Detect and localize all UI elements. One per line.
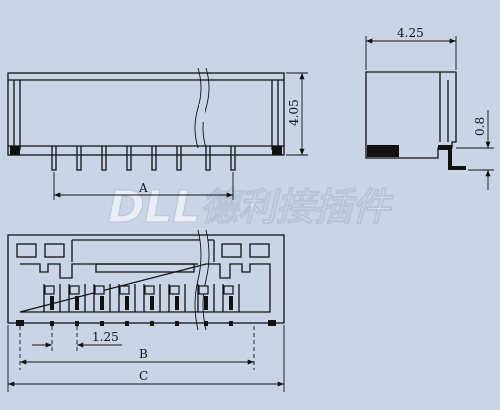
dim-c-text: C: [139, 369, 148, 383]
front-view-top-ridge: [71, 239, 215, 262]
dim-4-05-text: 4.05: [287, 99, 301, 126]
watermark-latin: DLL: [108, 182, 201, 233]
front-view-cavity: [19, 263, 271, 313]
dim-4-25-text: 4.25: [397, 26, 424, 40]
pin: [205, 146, 211, 171]
side-view-left-foot: [367, 145, 399, 157]
front-view-outer: [7, 234, 285, 324]
dim-a-text: A: [138, 181, 148, 195]
pin: [151, 146, 157, 171]
watermark-cjk: 德利接插件: [200, 185, 394, 229]
side-view: 4.25 0.8: [365, 26, 494, 190]
contact: [118, 284, 136, 312]
contact: [222, 284, 240, 312]
top-view-pins: [51, 146, 236, 171]
contact: [68, 284, 86, 312]
pin: [51, 146, 57, 171]
front-view-window-3: [221, 243, 242, 258]
pin: [176, 146, 182, 171]
dim-b-text: B: [139, 347, 148, 361]
pin: [126, 146, 132, 171]
contact: [93, 284, 111, 312]
top-view-break-left: [194, 67, 202, 149]
top-view-break-right: [202, 67, 210, 149]
top-view: 4.05 A: [7, 67, 308, 200]
top-view-body: [7, 72, 285, 156]
front-view-right-foot: [268, 320, 276, 326]
pin: [230, 146, 236, 171]
pin: [101, 146, 107, 171]
contact: [143, 284, 161, 312]
front-view-window-1: [16, 243, 37, 258]
dim-0-8-text: 0.8: [473, 117, 487, 136]
dll-watermark: DLL 德利接插件: [108, 182, 395, 234]
front-view-pin-tips: [50, 321, 233, 326]
front-view-key-slot: [95, 263, 195, 273]
dim-pitch-text: 1.25: [92, 330, 119, 344]
side-view-contact: [438, 145, 466, 170]
contact: [43, 284, 61, 312]
contact: [168, 284, 186, 312]
front-view-break-right: [202, 229, 210, 331]
top-view-left-foot: [10, 146, 20, 155]
front-view: 1.25 B C: [7, 229, 285, 392]
top-view-right-foot: [272, 146, 282, 155]
front-view-break-left: [194, 229, 202, 331]
front-view-window-2: [44, 243, 65, 258]
top-view-break-gap: [199, 104, 205, 122]
pin: [76, 146, 82, 171]
front-view-left-foot: [16, 320, 24, 326]
front-view-contacts: [43, 284, 240, 312]
contact: [197, 284, 215, 312]
front-view-window-4: [249, 243, 270, 258]
